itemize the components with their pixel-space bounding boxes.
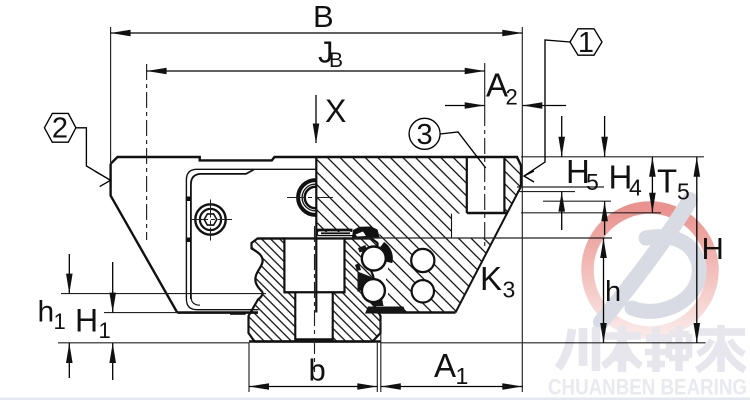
svg-text:1: 1 xyxy=(456,363,469,389)
svg-text:3: 3 xyxy=(417,119,433,151)
svg-text:h: h xyxy=(38,296,55,329)
svg-text:5: 5 xyxy=(677,179,690,205)
svg-text:1: 1 xyxy=(54,309,66,334)
svg-text:4: 4 xyxy=(629,175,642,201)
svg-text:B: B xyxy=(329,49,343,72)
svg-text:H: H xyxy=(609,159,633,196)
svg-text:5: 5 xyxy=(586,169,599,195)
svg-text:J: J xyxy=(318,35,334,70)
svg-text:3: 3 xyxy=(503,277,516,303)
svg-text:B: B xyxy=(313,0,334,34)
svg-text:K: K xyxy=(480,260,502,297)
svg-text:H: H xyxy=(75,303,98,339)
svg-text:A: A xyxy=(486,67,508,104)
svg-text:H: H xyxy=(566,153,590,190)
svg-text:h: h xyxy=(605,276,621,308)
svg-text:1: 1 xyxy=(99,318,111,343)
svg-text:2: 2 xyxy=(506,85,518,110)
svg-text:A: A xyxy=(434,347,456,384)
svg-text:CHUANBEN BEARING: CHUANBEN BEARING xyxy=(548,375,747,400)
svg-text:2: 2 xyxy=(52,113,68,145)
svg-text:T: T xyxy=(657,163,677,200)
svg-text:H: H xyxy=(702,231,724,266)
svg-text:X: X xyxy=(325,93,346,129)
svg-text:1: 1 xyxy=(578,27,594,59)
svg-text:b: b xyxy=(309,353,326,388)
